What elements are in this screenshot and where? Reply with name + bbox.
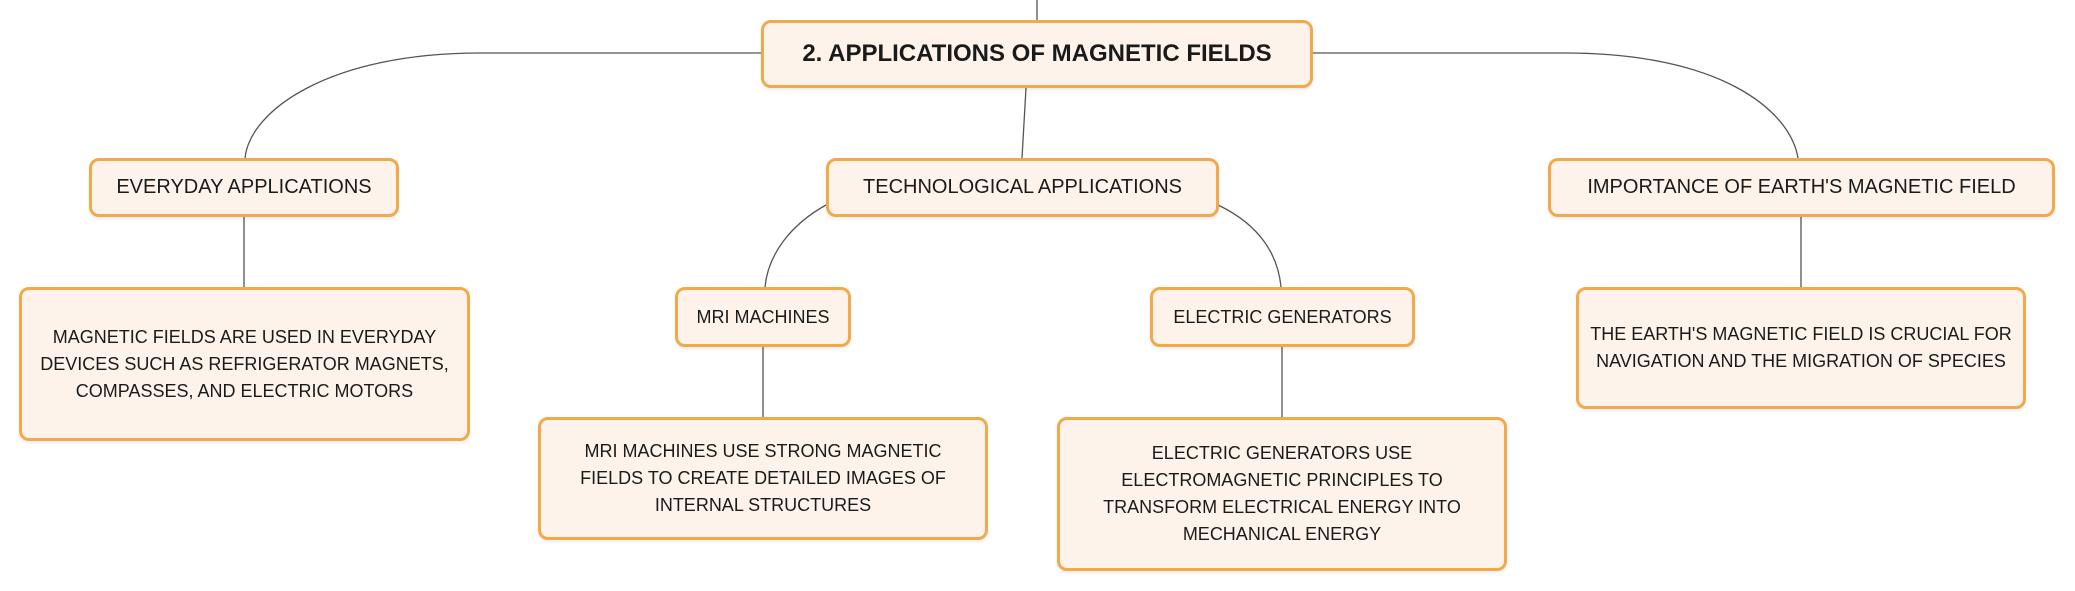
generators-description-node[interactable]: ELECTRIC GENERATORS USE ELECTROMAGNETIC … xyxy=(1057,417,1507,571)
mri-machines-label: MRI MACHINES xyxy=(696,306,830,327)
mri-machines-node[interactable]: MRI MACHINES xyxy=(675,287,851,347)
root-node[interactable]: 2. APPLICATIONS OF MAGNETIC FIELDS xyxy=(761,20,1313,88)
everyday-description-node[interactable]: MAGNETIC FIELDS ARE USED IN EVERYDAY DEV… xyxy=(19,287,470,441)
earth-description-node[interactable]: THE EARTH'S MAGNETIC FIELD IS CRUCIAL FO… xyxy=(1576,287,2026,409)
generators-description: ELECTRIC GENERATORS USE ELECTROMAGNETIC … xyxy=(1103,443,1461,544)
electric-generators-label: ELECTRIC GENERATORS xyxy=(1173,306,1392,327)
mri-description: MRI MACHINES USE STRONG MAGNETIC FIELDS … xyxy=(580,441,946,515)
branch-label: TECHNOLOGICAL APPLICATIONS xyxy=(863,176,1182,198)
connector-root-earth xyxy=(1313,52,1799,159)
earth-description: THE EARTH'S MAGNETIC FIELD IS CRUCIAL FO… xyxy=(1590,324,2012,371)
branch-everyday-applications[interactable]: EVERYDAY APPLICATIONS xyxy=(89,158,399,217)
connector-technological-generators xyxy=(1217,204,1282,288)
root-label: 2. APPLICATIONS OF MAGNETIC FIELDS xyxy=(802,40,1272,67)
branch-label: IMPORTANCE OF EARTH'S MAGNETIC FIELD xyxy=(1587,176,2016,198)
everyday-description: MAGNETIC FIELDS ARE USED IN EVERYDAY DEV… xyxy=(40,326,449,401)
connector-root-everyday xyxy=(244,52,761,159)
branch-earth-magnetic-field[interactable]: IMPORTANCE OF EARTH'S MAGNETIC FIELD xyxy=(1548,158,2055,217)
connector-technological-mri xyxy=(764,204,827,288)
mri-description-node[interactable]: MRI MACHINES USE STRONG MAGNETIC FIELDS … xyxy=(538,417,988,540)
connector-root-technological xyxy=(1021,87,1027,159)
branch-technological-applications[interactable]: TECHNOLOGICAL APPLICATIONS xyxy=(826,158,1219,217)
branch-label: EVERYDAY APPLICATIONS xyxy=(116,176,372,198)
electric-generators-node[interactable]: ELECTRIC GENERATORS xyxy=(1150,287,1415,347)
